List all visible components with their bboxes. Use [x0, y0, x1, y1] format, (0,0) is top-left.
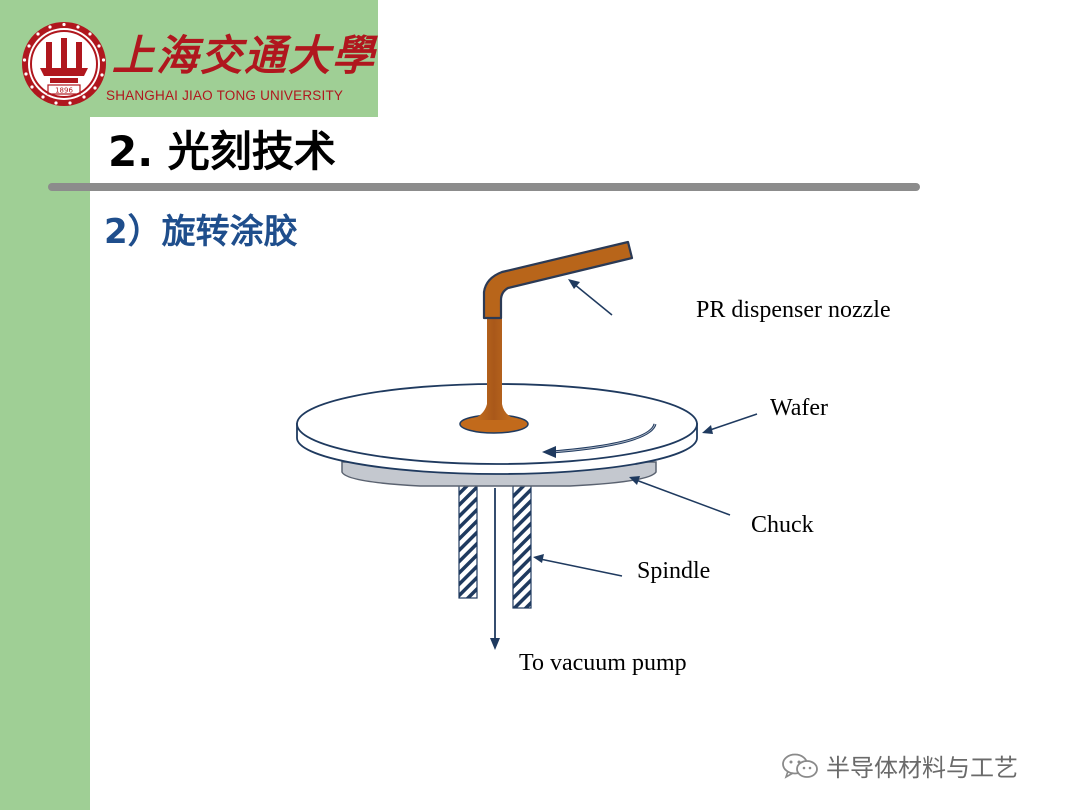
watermark-text: 半导体材料与工艺 [826, 754, 1018, 782]
spindle-pointer-arrow [533, 554, 623, 577]
chuck-label: Chuck [751, 512, 814, 538]
wafer-pointer-arrow [702, 413, 758, 434]
title-divider [48, 183, 920, 191]
slide-subtitle: 2）旋转涂胶 [104, 212, 298, 252]
dispenser-nozzle [482, 240, 634, 320]
vacuum-pump-label: To vacuum pump [519, 650, 687, 676]
vacuum-line-arrow [490, 488, 500, 650]
nozzle-label: PR dispenser nozzle [696, 297, 891, 323]
chuck-pointer-arrow [629, 476, 731, 516]
nozzle-pointer-arrow [568, 279, 613, 316]
rotation-arrow [542, 423, 657, 458]
watermark: 半导体材料与工艺 [780, 748, 1018, 783]
wechat-icon [782, 753, 818, 779]
wafer-label: Wafer [770, 395, 829, 421]
slide-title: 2. 光刻技术 [108, 127, 336, 176]
university-name-chinese: 上海交通大學 [112, 31, 377, 80]
photoresist-stream [470, 310, 518, 420]
spindle-label: Spindle [637, 558, 711, 584]
logo-year: 1896 [55, 87, 73, 95]
university-seal-logo: 1896 [22, 22, 106, 106]
side-green-bar [0, 0, 90, 810]
university-name-english: SHANGHAI JIAO TONG UNIVERSITY [106, 88, 344, 103]
